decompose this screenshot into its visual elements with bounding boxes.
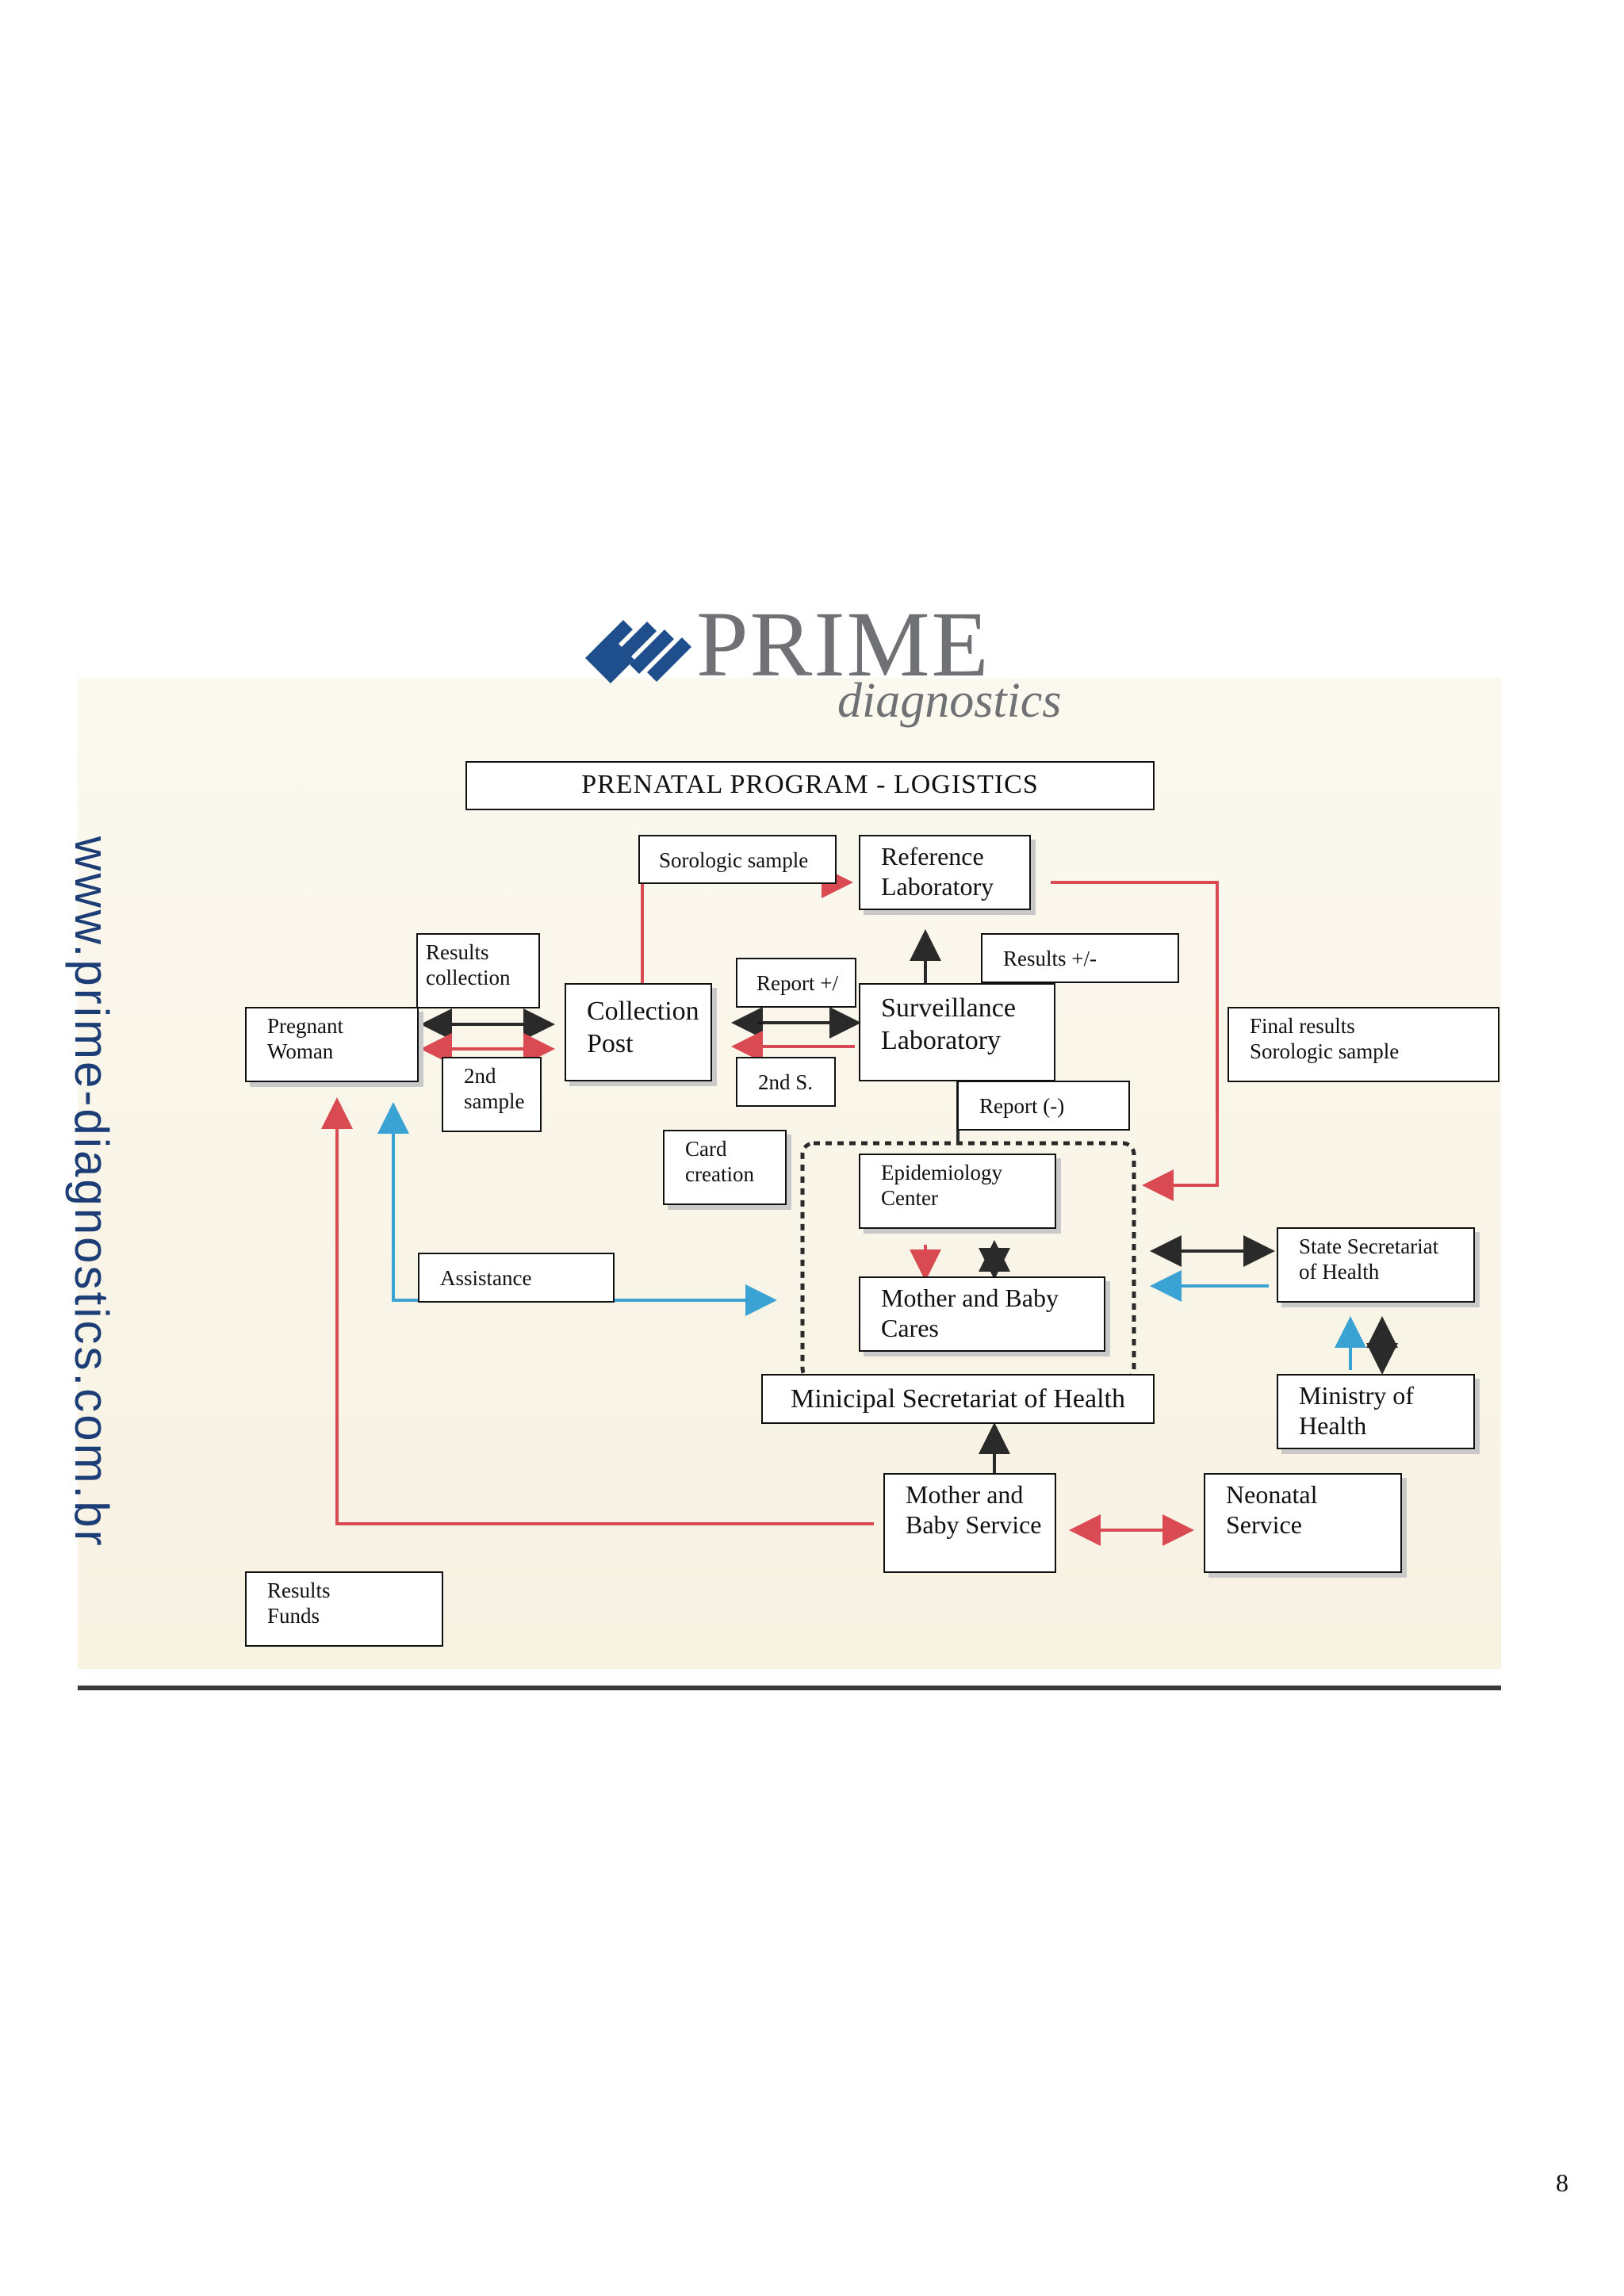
node-report-negative: Report (-) — [957, 1081, 1130, 1131]
node-report-plus-minus: Report +/ - — [736, 958, 856, 1033]
node-results-funds: Results Funds — [245, 1571, 443, 1647]
node-municipal-secretariat: Minicipal Secretariat of Health — [761, 1374, 1155, 1424]
slide-bottom-rule — [78, 1686, 1501, 1690]
node-reference-laboratory: Reference Laboratory — [859, 835, 1031, 910]
node-assistance: Assistance — [418, 1253, 615, 1303]
node-sorologic-sample: Sorologic sample — [638, 835, 837, 884]
page-number: 8 — [1556, 2168, 1568, 2197]
node-epidemiology-center: Epidemiology Center — [859, 1154, 1056, 1229]
node-ministry-of-health: Ministry of Health — [1277, 1374, 1475, 1449]
node-final-results: Final results Sorologic sample — [1228, 1007, 1500, 1082]
logo-word: PRIME — [696, 592, 990, 696]
website-url: www.prime-diagnostics.com.br — [65, 836, 118, 1548]
logo-subtitle: diagnostics — [837, 674, 1062, 728]
logo-stripes-icon — [585, 620, 691, 683]
node-collection-post: Collection Post — [565, 983, 712, 1081]
node-second-sample: 2nd sample — [442, 1057, 542, 1132]
diagram-title: PRENATAL PROGRAM - LOGISTICS — [465, 761, 1155, 810]
node-neonatal-service: Neonatal Service — [1204, 1473, 1402, 1573]
node-mother-baby-cares: Mother and Baby Cares — [859, 1276, 1105, 1352]
node-pregnant-woman: Pregnant Woman — [245, 1007, 419, 1082]
node-state-secretariat: State Secretariat of Health — [1277, 1227, 1475, 1303]
node-mother-baby-service: Mother and Baby Service — [883, 1473, 1056, 1573]
node-results-collection: Results collection — [416, 933, 540, 1008]
prime-diagnostics-logo: PRIME diagnostics — [579, 596, 1063, 739]
node-surveillance-laboratory: Surveillance Laboratory — [859, 983, 1055, 1081]
node-results-plus-minus: Results +/- — [981, 933, 1179, 983]
node-card-creation: Card creation — [663, 1130, 787, 1205]
node-second-s: 2nd S. — [736, 1057, 836, 1107]
